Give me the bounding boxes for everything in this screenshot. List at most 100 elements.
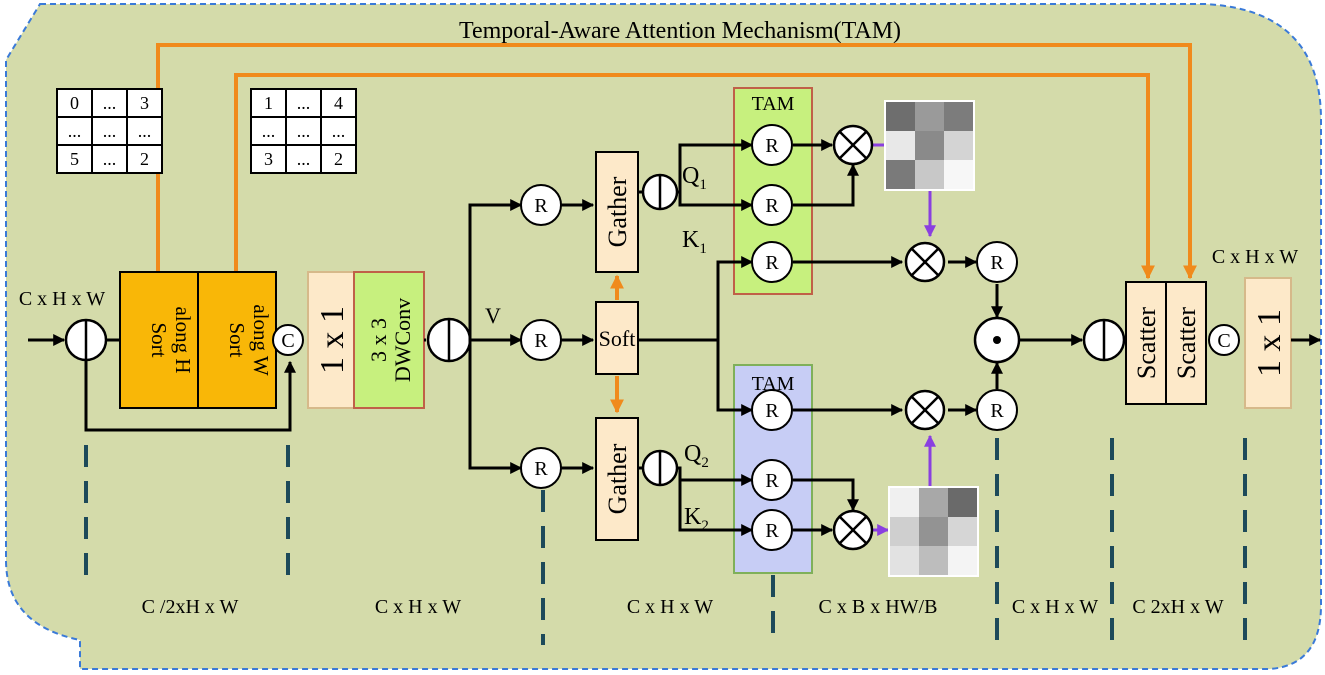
concat-node-2: C <box>1208 324 1240 356</box>
svg-text:Soft: Soft <box>599 326 636 351</box>
attention-heatmap-bottom <box>888 486 979 577</box>
svg-text:Gather: Gather <box>603 176 632 247</box>
index-table-2: 1...4.........3...2 <box>250 88 357 174</box>
svg-text:R: R <box>765 520 779 542</box>
bottom-dim-label: C /2xH x W <box>142 596 239 618</box>
heatmap-cell <box>886 160 915 189</box>
heatmap-cell <box>919 488 948 517</box>
svg-text:DWConv: DWConv <box>390 298 415 382</box>
table-cell: 5 <box>70 149 79 169</box>
branch-top <box>468 199 523 340</box>
sort-along-w-block: Sort along W <box>197 271 277 409</box>
svg-text:R: R <box>765 400 779 422</box>
k2-label: K2 <box>684 504 709 534</box>
svg-text:C: C <box>281 330 294 352</box>
bypass-path <box>84 360 296 432</box>
table-cell: ... <box>297 93 311 113</box>
multiply-node <box>904 389 946 431</box>
split-node-bottom <box>641 449 679 487</box>
heatmap-cell <box>915 102 944 131</box>
heatmap-cell <box>944 160 973 189</box>
heatmap-cell <box>890 546 919 575</box>
heatmap-cell <box>944 102 973 131</box>
svg-text:R: R <box>990 252 1004 274</box>
table-cell: ... <box>297 149 311 169</box>
conv-1x1-block: 1 x 1 <box>307 271 355 409</box>
heatmap-cell <box>915 131 944 160</box>
heatmap-cell <box>919 546 948 575</box>
svg-text:Gather: Gather <box>603 443 632 514</box>
multiply-node <box>832 509 874 551</box>
bottom-dim-label: C x B x HW/B <box>819 596 938 618</box>
table-cell: ... <box>297 121 311 141</box>
svg-text:R: R <box>765 135 779 157</box>
reshape-node: R <box>976 389 1018 431</box>
q2-path <box>677 466 754 486</box>
output-dim-label: C x H x W <box>1212 246 1298 268</box>
diagram-title: Temporal-Aware Attention Mechanism(TAM) <box>459 18 901 44</box>
gather-bottom-block: Gather <box>595 417 639 541</box>
bottom-dim-label: C x H x W <box>1012 596 1098 618</box>
bottom-dim-label: C x H x W <box>627 596 713 618</box>
reshape-node: R <box>751 241 793 283</box>
reshape-node: R <box>751 389 793 431</box>
svg-text:Sort: Sort <box>147 322 171 357</box>
svg-text:Scatter: Scatter <box>1172 307 1201 380</box>
svg-text:3 x 3: 3 x 3 <box>366 318 391 362</box>
reshape-node: R <box>751 124 793 166</box>
svg-text:R: R <box>534 195 548 217</box>
split-node-3 <box>1082 318 1126 362</box>
table-cell: 4 <box>334 93 343 113</box>
svg-text:1 x 1: 1 x 1 <box>314 306 351 374</box>
svg-text:TAM: TAM <box>752 93 795 115</box>
reshape-node: R <box>520 184 562 226</box>
svg-text:Scatter: Scatter <box>1132 307 1161 380</box>
dot-product-node <box>973 316 1021 364</box>
svg-text:TAM: TAM <box>752 373 795 395</box>
table-cell: 2 <box>334 149 343 169</box>
table-cell: 0 <box>70 93 79 113</box>
svg-text:R: R <box>990 400 1004 422</box>
table-cell: ... <box>103 93 117 113</box>
table-cell: ... <box>103 121 117 141</box>
k1-label: K1 <box>682 227 707 257</box>
heatmap-cell <box>948 517 977 546</box>
k1-path <box>678 192 754 211</box>
reshape-node: R <box>976 241 1018 283</box>
heatmap-cell <box>890 517 919 546</box>
reshape-node: R <box>751 459 793 501</box>
table-cell: 2 <box>140 149 149 169</box>
heatmap-cell <box>886 102 915 131</box>
split-node-top <box>641 173 679 211</box>
q2-label: Q2 <box>684 441 709 471</box>
attention-heatmap-top <box>884 100 975 191</box>
svg-text:R: R <box>534 458 548 480</box>
r-q2-to-mul <box>793 478 859 512</box>
multiply-node <box>904 241 946 283</box>
heatmap-cell <box>948 546 977 575</box>
v-label: V <box>485 303 501 328</box>
heatmap-cell <box>886 131 915 160</box>
table-cell: ... <box>138 121 152 141</box>
gather-top-block: Gather <box>595 151 639 273</box>
scatter-block-2: Scatter <box>1165 281 1207 405</box>
heatmap-cell <box>919 517 948 546</box>
reshape-node: R <box>520 319 562 361</box>
table-cell: ... <box>262 121 276 141</box>
svg-text:C: C <box>1217 330 1230 352</box>
soft-block: Soft <box>595 301 639 375</box>
svg-text:along W: along W <box>249 304 273 376</box>
bottom-dim-label: C 2xH x W <box>1132 596 1223 618</box>
table-cell: 1 <box>264 93 273 113</box>
svg-text:Sort: Sort <box>225 322 249 357</box>
svg-text:along H: along H <box>171 306 195 373</box>
multiply-node <box>832 124 874 166</box>
branch-bottom <box>468 340 523 474</box>
conv-1x1-final-block: 1 x 1 <box>1244 277 1292 409</box>
heatmap-cell <box>890 488 919 517</box>
soft-to-v-bottom <box>716 340 754 416</box>
svg-text:R: R <box>765 195 779 217</box>
reshape-node: R <box>520 447 562 489</box>
input-dim-label: C x H x W <box>19 288 105 310</box>
